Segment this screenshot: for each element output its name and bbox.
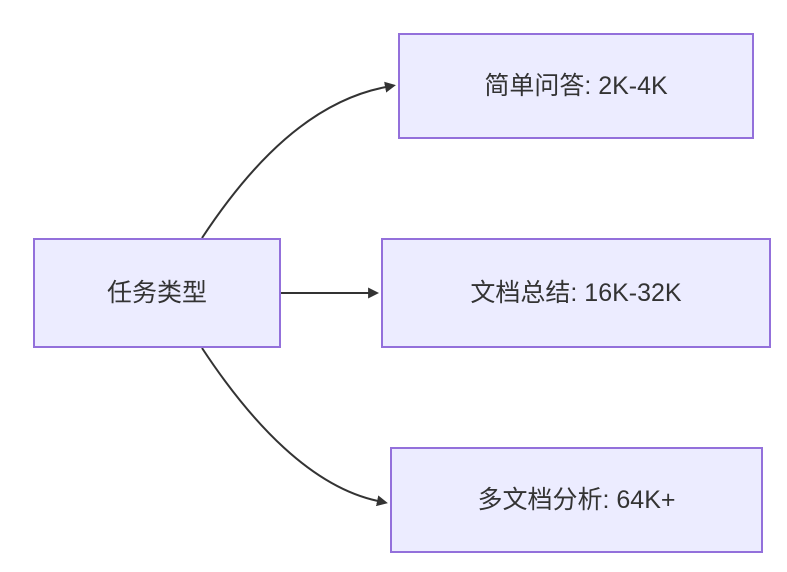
- node-multi-doc-analysis-label: 多文档分析: 64K+: [477, 486, 676, 514]
- node-simple-qa-label: 简单问答: 2K-4K: [484, 72, 668, 100]
- node-doc-summary: 文档总结: 16K-32K: [381, 238, 771, 348]
- node-task-type: 任务类型: [33, 238, 281, 348]
- node-doc-summary-label: 文档总结: 16K-32K: [470, 279, 682, 307]
- node-simple-qa: 简单问答: 2K-4K: [398, 33, 754, 139]
- edge-root-to-qa-arrow: [201, 81, 396, 239]
- node-multi-doc-analysis: 多文档分析: 64K+: [390, 447, 763, 553]
- node-task-type-label: 任务类型: [106, 279, 207, 307]
- edge-root-to-multi-arrow: [201, 347, 388, 507]
